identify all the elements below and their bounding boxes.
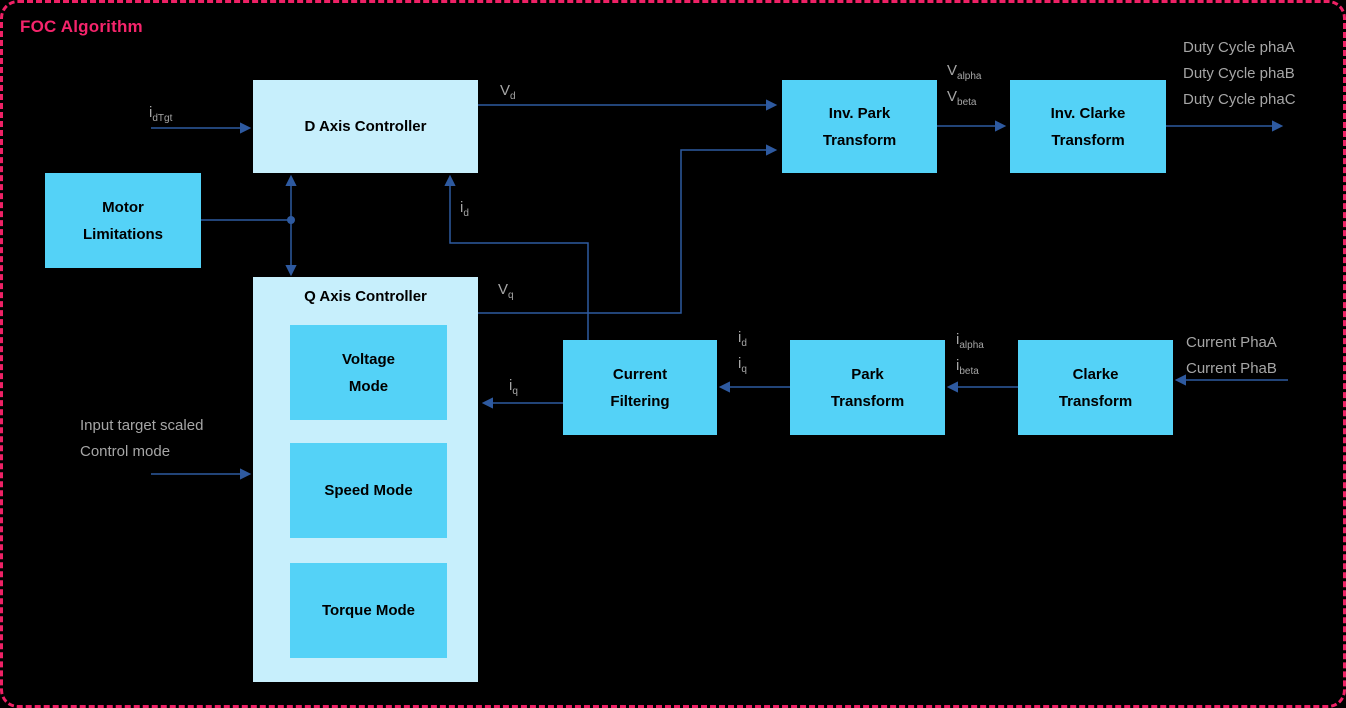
junction-dot [287,216,295,224]
torque-mode-label: Torque Mode [321,602,416,619]
label-vbeta: Vbeta [947,88,977,108]
label-input-target-scaled: Input target scaled [80,417,204,434]
label-valpha: Valpha [947,62,982,82]
speed-mode-label: Speed Mode [324,482,413,499]
label-iq-feedback: iq [509,377,518,397]
clarke-transform-label: Clarke Transform [1058,365,1133,410]
block-current-filtering: Current Filtering [563,340,717,435]
diagram-title: FOC Algorithm [20,17,143,36]
park-transform-label: Park Transform [830,365,905,410]
block-inv-clarke-transform: Inv. Clarke Transform [1010,80,1166,173]
block-clarke-transform: Clarke Transform [1018,340,1173,435]
block-d-axis-controller: D Axis Controller [253,80,478,173]
label-idtgt: idTgt [149,104,173,124]
label-ibeta: ibeta [956,357,979,377]
label-id-mid: id [738,329,747,349]
label-duty-cycle-phaC: Duty Cycle phaC [1183,91,1296,108]
label-vq: Vq [498,281,514,301]
block-inv-park-transform: Inv. Park Transform [782,80,937,173]
label-control-mode: Control mode [80,443,171,460]
wire-vq [478,144,778,314]
inv-clarke-transform-label: Inv. Clarke Transform [1050,104,1126,149]
d-axis-controller-label: D Axis Controller [304,118,427,135]
wire-id-feedback [444,174,589,340]
label-current-phaB: Current PhaB [1186,360,1277,377]
block-motor-limitations: Motor Limitations [45,173,201,268]
label-ialpha: ialpha [956,331,984,351]
label-duty-cycle-phaB: Duty Cycle phaB [1183,65,1295,82]
label-duty-cycle-phaA: Duty Cycle phaA [1183,39,1295,56]
label-id-feedback: id [460,199,469,219]
label-current-phaA: Current PhaA [1186,334,1277,351]
wiring-layer [151,99,1288,480]
label-iq-mid: iq [738,355,747,375]
block-speed-mode: Speed Mode [290,443,447,538]
block-voltage-mode: Voltage Mode [290,325,447,420]
block-park-transform: Park Transform [790,340,945,435]
motor-limitations-label: Motor Limitations [82,198,163,243]
label-vd: Vd [500,82,516,102]
q-axis-controller-label: Q Axis Controller [304,288,427,305]
block-torque-mode: Torque Mode [290,563,447,658]
inv-park-transform-label: Inv. Park Transform [822,104,897,149]
current-filtering-label: Current Filtering [610,365,670,410]
block-q-axis-controller: Q Axis Controller Voltage Mode Speed Mod… [253,277,478,682]
voltage-mode-label: Voltage Mode [341,350,396,395]
